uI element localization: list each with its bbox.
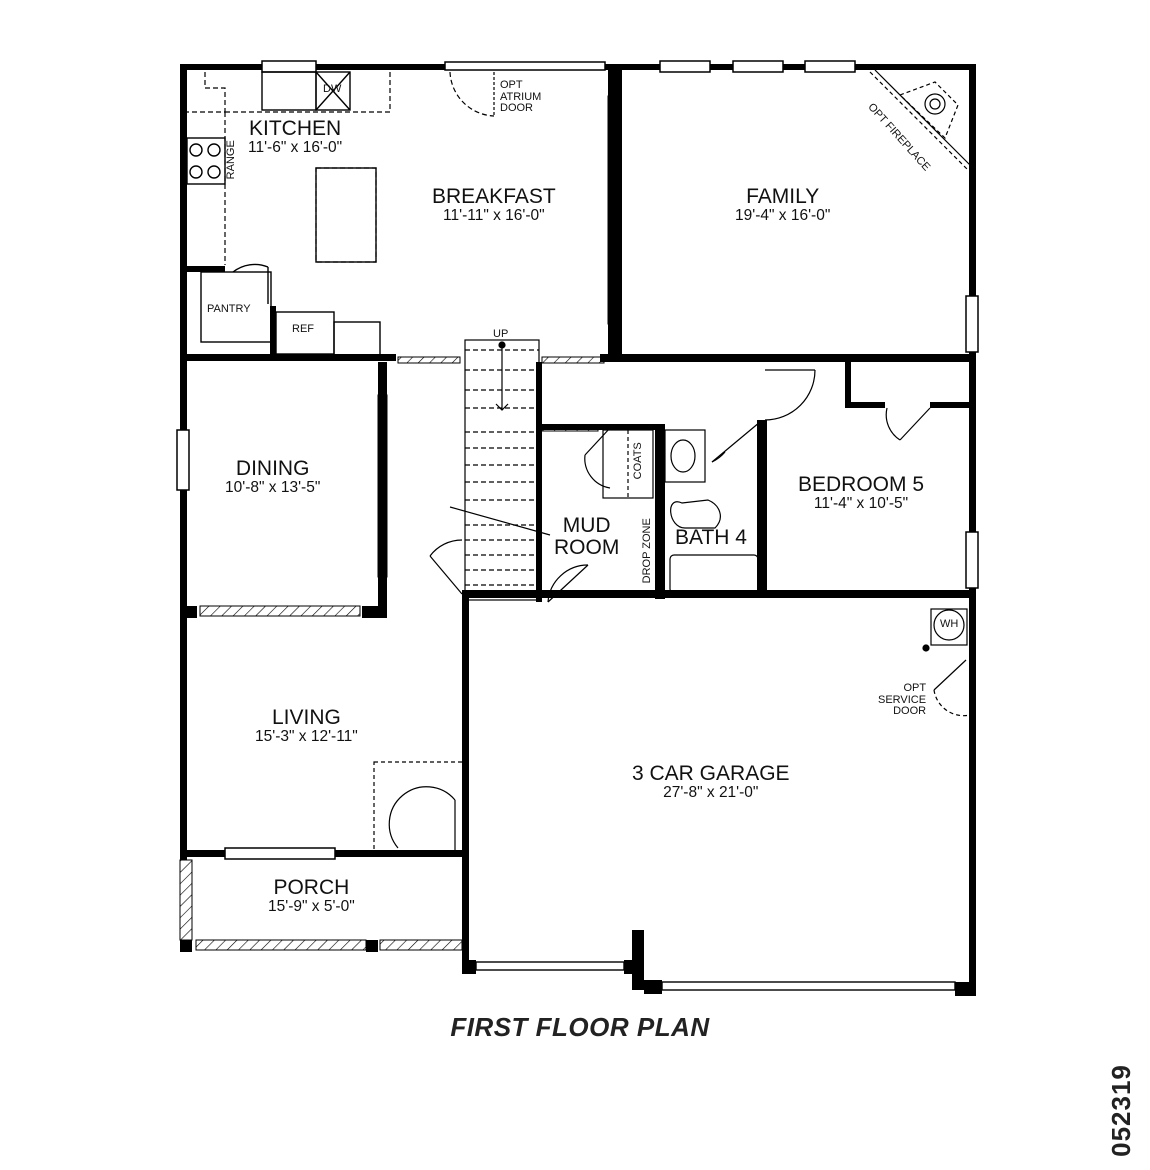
room-living: LIVING 15'-3" x 12'-11" (255, 706, 358, 746)
room-name: BATH 4 (675, 526, 747, 549)
room-name: LIVING (271, 706, 341, 729)
label-ref: REF (292, 323, 314, 335)
room-dining: DINING 10'-8" x 13'-5" (225, 457, 321, 497)
room-dimensions: 10'-8" x 13'-5" (225, 479, 321, 497)
plan-code: 052319 (1105, 1064, 1136, 1157)
room-mud-room: MUD ROOM (554, 514, 620, 560)
room-name: KITCHEN (249, 117, 342, 140)
plan-title: FIRST FLOOR PLAN (450, 1012, 710, 1042)
label-coats: COATS (631, 442, 644, 480)
room-name: PORCH (273, 876, 350, 899)
label-drop-zone: DROP ZONE (640, 518, 653, 584)
room-bath4: BATH 4 (675, 526, 747, 549)
room-bedroom5: BEDROOM 5 11'-4" x 10'-5" (798, 473, 925, 513)
room-name: FAMILY (746, 185, 820, 208)
room-dimensions: 11'-11" x 16'-0" (443, 207, 545, 225)
room-breakfast: BREAKFAST 11'-11" x 16'-0" (432, 185, 556, 225)
room-name: 3 CAR GARAGE (632, 762, 790, 785)
room-dimensions: 11'-6" x 16'-0" (248, 139, 343, 157)
room-porch: PORCH 15'-9" x 5'-0" (268, 876, 355, 916)
label-up: UP (493, 328, 509, 340)
label-range: RANGE (224, 140, 237, 180)
room-name: BEDROOM 5 (798, 473, 925, 496)
room-kitchen: KITCHEN 11'-6" x 16'-0" (248, 117, 343, 157)
label-dw: DW (323, 83, 342, 95)
label-opt-service-door: OPT SERVICE DOOR (878, 682, 927, 718)
room-dimensions: 27'-8" x 21'-0" (663, 784, 759, 802)
label-opt-atrium-door: OPT ATRIUM DOOR (500, 79, 542, 115)
room-name: DINING (235, 457, 310, 480)
room-dimensions: 15'-9" x 5'-0" (268, 898, 355, 916)
room-family: FAMILY 19'-4" x 16'-0" (735, 185, 831, 225)
room-dimensions: 15'-3" x 12'-11" (255, 728, 358, 746)
room-name-line2: ROOM (554, 536, 620, 560)
label-wh: WH (940, 618, 959, 630)
room-dimensions: 19'-4" x 16'-0" (735, 207, 831, 225)
label-pantry: PANTRY (207, 303, 251, 315)
room-name: BREAKFAST (432, 185, 556, 208)
room-name-line1: MUD (562, 514, 611, 537)
room-dimensions: 11'-4" x 10'-5" (813, 495, 909, 513)
room-garage: 3 CAR GARAGE 27'-8" x 21'-0" (632, 762, 790, 802)
